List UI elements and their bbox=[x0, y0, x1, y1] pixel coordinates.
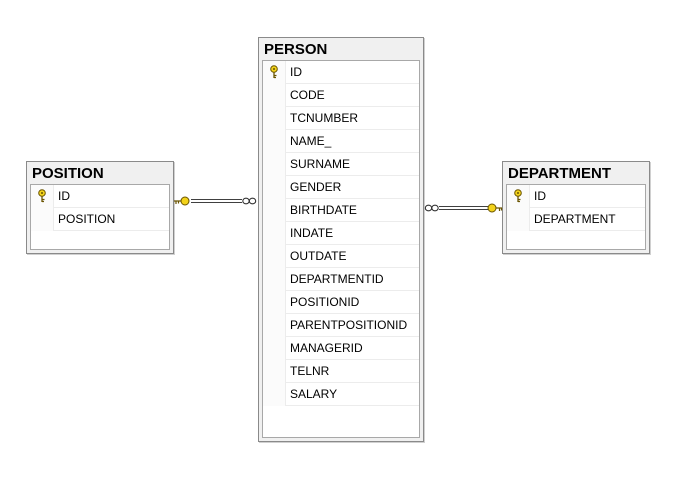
row-selector bbox=[263, 383, 286, 406]
column-row[interactable]: TELNR bbox=[263, 360, 419, 383]
primary-key-column[interactable]: ID bbox=[507, 185, 645, 208]
column-row[interactable]: OUTDATE bbox=[263, 245, 419, 268]
column-name: DEPARTMENTID bbox=[290, 272, 384, 286]
primary-key-icon bbox=[270, 65, 278, 79]
primary-key-column[interactable]: ID bbox=[31, 185, 169, 208]
column-name: DEPARTMENT bbox=[534, 212, 616, 226]
row-selector bbox=[263, 176, 286, 199]
column-name: POSITIONID bbox=[290, 295, 360, 309]
column-name: GENDER bbox=[290, 180, 342, 194]
column-row[interactable]: DEPARTMENT bbox=[507, 208, 645, 231]
table-position[interactable]: POSITION ID POSITION bbox=[26, 161, 174, 254]
column-name: ID bbox=[58, 189, 70, 203]
row-selector bbox=[263, 314, 286, 337]
column-name: MANAGERID bbox=[290, 341, 363, 355]
row-selector bbox=[263, 130, 286, 153]
table-title: POSITION bbox=[32, 165, 104, 182]
row-selector bbox=[263, 268, 286, 291]
row-selector bbox=[263, 153, 286, 176]
column-row[interactable]: POSITION bbox=[31, 208, 169, 231]
column-name: CODE bbox=[290, 88, 325, 102]
column-row[interactable]: INDATE bbox=[263, 222, 419, 245]
column-list: ID DEPARTMENT bbox=[506, 184, 646, 250]
row-selector bbox=[507, 208, 530, 231]
column-row[interactable]: POSITIONID bbox=[263, 291, 419, 314]
table-title: PERSON bbox=[264, 41, 328, 58]
column-name: PARENTPOSITIONID bbox=[290, 318, 408, 332]
column-name: OUTDATE bbox=[290, 249, 347, 263]
column-name: ID bbox=[290, 65, 302, 79]
column-list: ID POSITION bbox=[30, 184, 170, 250]
key-end-icon bbox=[487, 203, 503, 213]
column-name: SALARY bbox=[290, 387, 338, 401]
row-selector bbox=[263, 107, 286, 130]
column-name: SURNAME bbox=[290, 157, 351, 171]
relationship-department-person[interactable] bbox=[424, 203, 503, 213]
column-row[interactable]: PARENTPOSITIONID bbox=[263, 314, 419, 337]
table-title: DEPARTMENT bbox=[508, 165, 612, 182]
column-name: NAME_ bbox=[290, 134, 332, 148]
infinity-end-icon bbox=[242, 197, 257, 205]
table-department[interactable]: DEPARTMENT ID DEPARTMENT bbox=[502, 161, 650, 254]
column-row[interactable]: CODE bbox=[263, 84, 419, 107]
row-selector bbox=[263, 199, 286, 222]
row-selector bbox=[263, 222, 286, 245]
row-selector bbox=[263, 84, 286, 107]
row-selector bbox=[263, 337, 286, 360]
column-name: INDATE bbox=[290, 226, 334, 240]
primary-key-column[interactable]: ID bbox=[263, 61, 419, 84]
column-row[interactable]: GENDER bbox=[263, 176, 419, 199]
column-name: TCNUMBER bbox=[290, 111, 358, 125]
column-row[interactable]: MANAGERID bbox=[263, 337, 419, 360]
column-row[interactable]: SURNAME bbox=[263, 153, 419, 176]
row-selector bbox=[31, 208, 54, 231]
column-row[interactable]: DEPARTMENTID bbox=[263, 268, 419, 291]
row-selector bbox=[263, 360, 286, 383]
column-row[interactable]: NAME_ bbox=[263, 130, 419, 153]
column-name: ID bbox=[534, 189, 546, 203]
row-selector bbox=[263, 291, 286, 314]
infinity-end-icon bbox=[424, 204, 439, 212]
column-name: TELNR bbox=[290, 364, 330, 378]
primary-key-icon bbox=[38, 189, 46, 203]
primary-key-icon bbox=[514, 189, 522, 203]
table-person[interactable]: PERSON ID CODE TCNUMBER NAME_ SURNAME GENDER B… bbox=[258, 37, 424, 442]
relationship-position-person[interactable] bbox=[174, 196, 257, 206]
column-row[interactable]: SALARY bbox=[263, 383, 419, 406]
column-name: BIRTHDATE bbox=[290, 203, 357, 217]
column-list: ID CODE TCNUMBER NAME_ SURNAME GENDER BIRTHDAT… bbox=[262, 60, 420, 438]
row-selector bbox=[263, 245, 286, 268]
column-row[interactable]: BIRTHDATE bbox=[263, 199, 419, 222]
key-end-icon bbox=[174, 196, 190, 206]
column-name: POSITION bbox=[58, 212, 116, 226]
column-row[interactable]: TCNUMBER bbox=[263, 107, 419, 130]
